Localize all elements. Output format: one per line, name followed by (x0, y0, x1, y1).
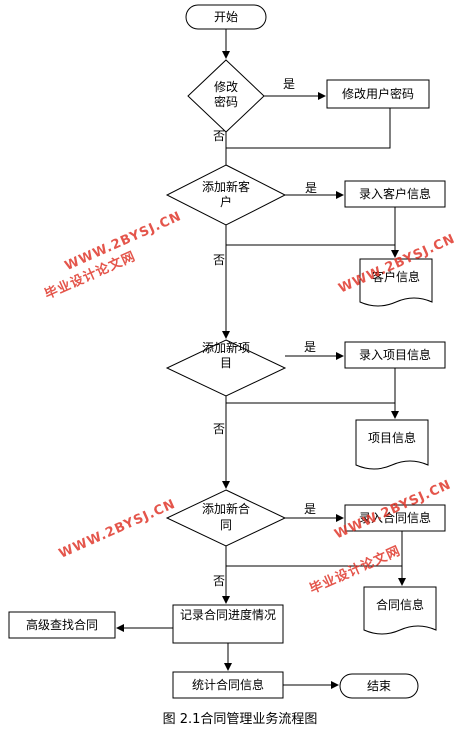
process-statistics (172, 671, 284, 699)
decision-add-customer-line1: 添加新客 (202, 179, 250, 194)
decision-add-project-line2: 目 (220, 356, 232, 370)
process-input-customer-label: 录入客户信息 (359, 186, 431, 201)
document-project-info (355, 419, 429, 470)
process-input-contract (344, 504, 446, 532)
document-customer-info-label: 客户信息 (372, 269, 420, 284)
process-input-project (344, 341, 446, 369)
decision-modify-password-line2: 密码 (214, 94, 238, 109)
document-contract-info (363, 586, 437, 635)
watermark-group-4: WWW.2BYSJ.CN 毕业设计论文网 (307, 477, 454, 597)
process-input-contract-label: 录入合同信息 (359, 510, 431, 525)
edge-label-no-1: 否 (213, 129, 225, 143)
end-label: 结束 (367, 679, 391, 693)
watermark-group-3: WWW.2BYSJ.CN (57, 497, 178, 562)
decision-add-contract-line1: 添加新合 (202, 501, 250, 516)
edge-label-yes-2: 是 (305, 181, 317, 195)
document-contract-info-label: 合同信息 (376, 597, 424, 612)
edge-label-yes-3: 是 (304, 340, 316, 354)
process-input-project-label: 录入项目信息 (359, 347, 431, 362)
document-customer-info (359, 258, 433, 307)
decision-modify-password-line1: 修改 (214, 79, 238, 94)
end-terminator (339, 673, 419, 699)
process-advanced-search-label: 高级查找合同 (26, 617, 98, 632)
process-statistics-label: 统计合同信息 (192, 677, 264, 692)
figure-caption: 图 2.1合同管理业务流程图 (163, 711, 318, 727)
process-record-progress (172, 604, 284, 644)
edge-label-yes-4: 是 (304, 502, 316, 516)
watermark-site-3: WWW.2BYSJ.CN (57, 497, 178, 562)
edge-modify-merge (226, 108, 391, 149)
process-modify-user-password-label: 修改用户密码 (342, 86, 414, 101)
decision-add-contract-line2: 同 (220, 518, 232, 532)
edge-label-no-3: 否 (213, 422, 225, 436)
process-record-progress-label: 记录合同进度情况 (180, 607, 276, 622)
decision-add-customer-line2: 户 (220, 194, 232, 209)
document-project-info-label: 项目信息 (368, 430, 416, 445)
edge-label-no-4: 否 (213, 574, 225, 588)
decision-add-project-line1: 添加新项 (202, 340, 250, 355)
process-modify-user-password (326, 79, 430, 109)
process-advanced-search (8, 611, 116, 639)
edge-label-yes-1: 是 (283, 77, 295, 91)
process-input-customer (344, 180, 446, 208)
start-label: 开始 (214, 10, 238, 24)
watermark-group-1: WWW.2BYSJ.CN 毕业设计论文网 (42, 209, 184, 303)
edge-label-no-2: 否 (213, 253, 225, 267)
